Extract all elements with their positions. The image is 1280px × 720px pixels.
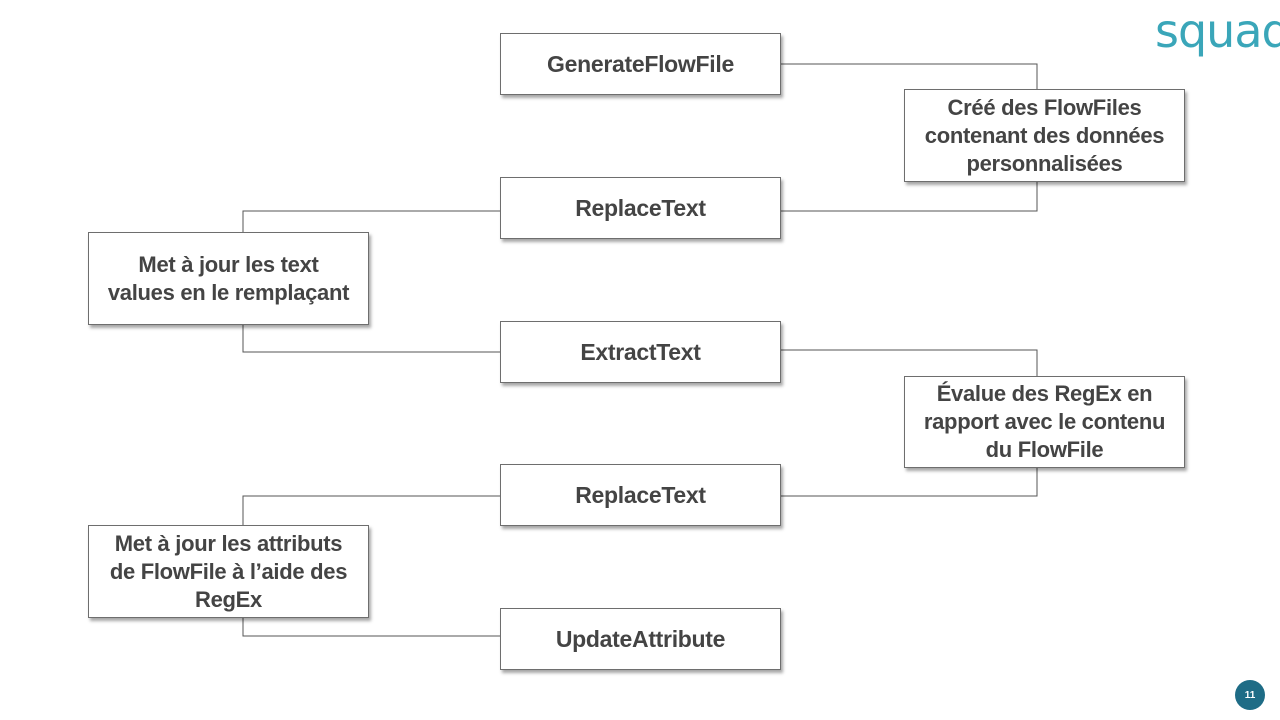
- note-line: rapport avec le contenu: [923, 409, 1166, 434]
- connector-generate-to-note1: [781, 63, 1038, 90]
- processor-replacetext-1: ReplaceText: [500, 177, 781, 239]
- note-line: Met à jour les attributs: [114, 530, 343, 556]
- note-attributes-description: Met à jour les attributs de FlowFile à l…: [88, 525, 369, 618]
- connector-note1-to-replacetext1: [781, 182, 1038, 212]
- connector-note3-to-replacetext2: [781, 468, 1038, 497]
- page-number-badge: 11: [1235, 680, 1265, 710]
- note-line: contenant des données: [924, 122, 1165, 148]
- connector-replacetext2-to-note4: [242, 495, 500, 526]
- connector-note2-to-extracttext: [242, 325, 500, 353]
- squad-logo: squad: [1155, 4, 1280, 58]
- connector-extracttext-to-note3: [781, 349, 1038, 377]
- note-line: de FlowFile à l’aide des: [109, 558, 348, 584]
- connector-replacetext1-to-note2: [242, 210, 500, 233]
- note-line: RegEx: [195, 586, 262, 612]
- processor-updateattribute: UpdateAttribute: [500, 608, 781, 670]
- note-replacetext-description: Met à jour les text values en le remplaç…: [88, 232, 369, 325]
- note-generateflowfile-description: Créé des FlowFiles contenant des données…: [904, 89, 1185, 182]
- note-line: du FlowFile: [985, 437, 1104, 462]
- note-extracttext-description: Évalue des RegEx en rapport avec le cont…: [904, 376, 1185, 468]
- processor-replacetext-2: ReplaceText: [500, 464, 781, 526]
- processor-generateflowfile: GenerateFlowFile: [500, 33, 781, 95]
- note-line: Créé des FlowFiles: [947, 94, 1142, 120]
- processor-extracttext: ExtractText: [500, 321, 781, 383]
- note-line: personnalisées: [966, 150, 1123, 176]
- note-line: Évalue des RegEx en: [936, 381, 1153, 406]
- note-line: Met à jour les text: [138, 251, 319, 277]
- connector-note4-to-updateattribute: [242, 618, 500, 637]
- note-line: values en le remplaçant: [107, 279, 350, 305]
